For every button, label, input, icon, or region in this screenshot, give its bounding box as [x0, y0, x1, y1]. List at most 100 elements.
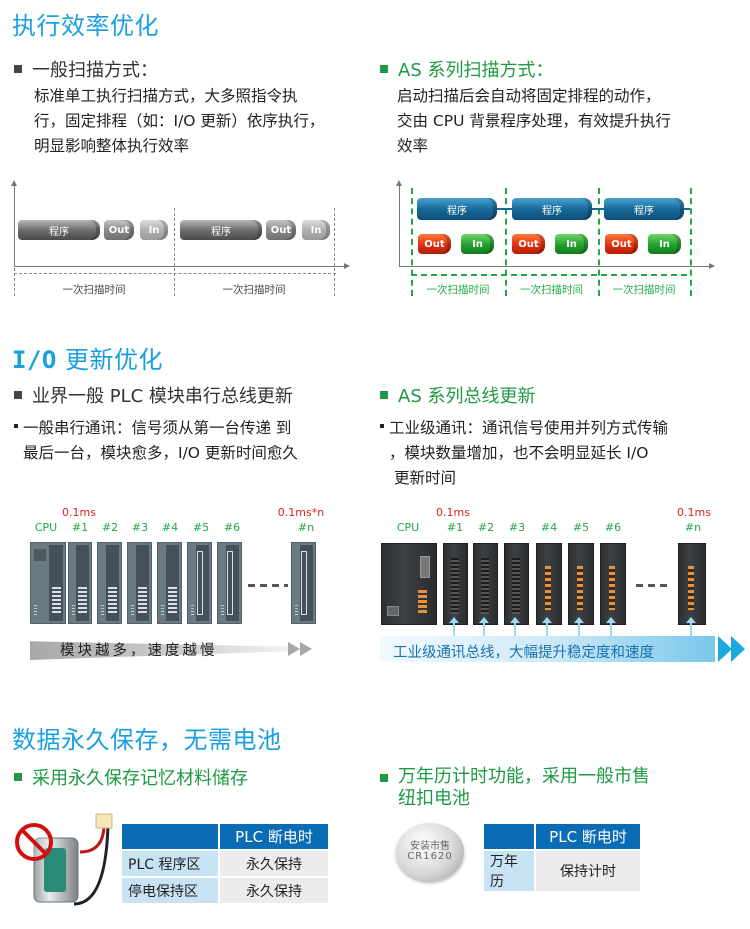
- as-io-module-4: [536, 543, 562, 625]
- out-block: Out: [512, 234, 545, 254]
- slow-banner-text: 模块越多，速度越慢: [60, 643, 218, 659]
- fast-forward-icon: [288, 642, 300, 656]
- fast-forward-icon: [718, 636, 732, 662]
- text-line: ，模块数量增加，也不会明显延长 I/O: [389, 444, 649, 462]
- led-dots: [34, 605, 37, 615]
- module-terminal: [78, 587, 87, 615]
- module-label: #5: [572, 521, 590, 534]
- axis-arrow-icon: [396, 180, 402, 186]
- bus-arrow-icon: [510, 617, 520, 636]
- heading-general-scan: 一般扫描方式：: [14, 56, 158, 82]
- module-label: #3: [131, 521, 149, 534]
- module-face: [195, 545, 209, 621]
- text-line: 行，固定排程（如：I/O 更新）依序执行，: [34, 112, 325, 130]
- io-module-5: [187, 542, 212, 624]
- module-label: #3: [508, 521, 526, 534]
- table-row-header: 万年历: [484, 851, 534, 891]
- scan-divider: [14, 268, 15, 296]
- general-scan-description: 标准单工执行扫描方式，大多照指令执 行，固定排程（如：I/O 更新）依序执行， …: [34, 84, 324, 159]
- as-io-module-2: [473, 543, 498, 625]
- module-label: #4: [161, 521, 179, 534]
- table-row: 万年历 保持计时: [484, 851, 640, 891]
- fast-forward-icon: [731, 636, 745, 662]
- fast-forward-icon: [300, 642, 312, 656]
- scan-divider: [411, 274, 687, 276]
- ethernet-port: [387, 606, 399, 616]
- terminal-block: [418, 590, 427, 614]
- axis-arrow-icon: [11, 180, 17, 186]
- in-block: In: [555, 234, 588, 254]
- program-block: 程序: [18, 220, 100, 240]
- module-terminal: [609, 566, 616, 611]
- module-terminal: [545, 566, 552, 611]
- as-io-module-1: [443, 543, 468, 625]
- module-bar: [197, 551, 203, 615]
- scan-divider: [690, 188, 692, 296]
- module-label: #1: [446, 521, 464, 534]
- out-block: Out: [266, 220, 296, 240]
- scan-time-label: 一次扫描时间: [520, 284, 583, 296]
- timing-first: 0.1ms: [62, 506, 96, 519]
- as-io-module-3: [504, 543, 529, 625]
- text-line: 明显影响整体执行效率: [34, 137, 190, 155]
- module-face: [76, 545, 89, 621]
- bullet-square-icon: [14, 65, 22, 73]
- ellipsis-dashes: [636, 584, 672, 587]
- serial-port: [420, 556, 430, 578]
- io-module-4: [157, 542, 182, 624]
- heading-as-scan: AS 系列扫描方式：: [380, 56, 553, 82]
- title-rest: 更新优化: [56, 346, 163, 374]
- bus-arrow-icon: [606, 617, 616, 636]
- battery-icon: [15, 813, 113, 906]
- fast-bus-banner-text: 工业级通讯总线，大幅提升稳定度和速度: [393, 645, 654, 661]
- calendar-retention-table: PLC 断电时 万年历 保持计时: [482, 822, 642, 893]
- table-row-header: PLC 程序区: [122, 851, 218, 876]
- section-title-execution-efficiency: 执行效率优化: [12, 12, 159, 40]
- bus-arrow-icon: [574, 617, 584, 636]
- module-terminal: [688, 566, 695, 611]
- heading-serial-bus: 业界一般 PLC 模块串行总线更新: [14, 382, 293, 408]
- heading-text: 万年历计时功能，采用一般市售 纽扣电池: [398, 766, 650, 810]
- text-line: 标准单工执行扫描方式，大多照指令执: [34, 87, 298, 105]
- text-line: 更新时间: [394, 469, 457, 487]
- bullet-square-icon: [380, 391, 388, 399]
- module-face: [135, 545, 149, 621]
- heading-as-bus: AS 系列总线更新: [380, 382, 535, 408]
- serial-bus-description: 一般串行通讯：信号须从第一台传递 到 最后一台，模块愈多，I/O 更新时间愈久: [14, 416, 298, 466]
- heading-text: 业界一般 PLC 模块串行总线更新: [32, 386, 293, 407]
- led-dots: [131, 605, 134, 615]
- io-module-n: [291, 542, 316, 624]
- bullet-dot-icon: [380, 423, 384, 428]
- heading-calendar-battery: 万年历计时功能，采用一般市售 纽扣电池: [380, 766, 650, 810]
- title-io: I/O: [12, 346, 57, 374]
- heading-text: 一般扫描方式：: [32, 60, 158, 81]
- module-label: #2: [477, 521, 495, 534]
- program-block: 程序: [417, 198, 497, 220]
- led-dots: [221, 605, 224, 615]
- table-header-cell: PLC 断电时: [536, 824, 640, 849]
- led-dots: [295, 605, 298, 615]
- cpu-module: [30, 542, 66, 624]
- module-label: #5: [192, 521, 210, 534]
- module-label: CPU: [34, 521, 58, 534]
- table-cell: 永久保持: [220, 878, 328, 903]
- scan-divider: [411, 188, 413, 296]
- timing-first: 0.1ms: [436, 506, 470, 519]
- axis-arrow-icon: [344, 263, 350, 269]
- scan-divider: [174, 208, 175, 296]
- io-module-6: [217, 542, 242, 624]
- out-block: Out: [418, 234, 451, 254]
- text-line: 交由 CPU 背景程序处理，有效提升执行: [397, 112, 671, 130]
- module-terminal: [52, 587, 61, 615]
- fast-bus-banner-bg: [380, 636, 715, 662]
- module-bar: [227, 551, 233, 615]
- table-header-row: PLC 断电时: [122, 824, 328, 849]
- scan-time-label: 一次扫描时间: [222, 284, 286, 296]
- scan-divider: [334, 208, 335, 296]
- x-axis: [399, 266, 709, 267]
- module-label: #n: [684, 521, 702, 534]
- table-header-row: PLC 断电时: [484, 824, 640, 849]
- table-row: 停电保持区 永久保持: [122, 878, 328, 903]
- program-block: 程序: [180, 220, 262, 240]
- module-bar: [301, 551, 307, 615]
